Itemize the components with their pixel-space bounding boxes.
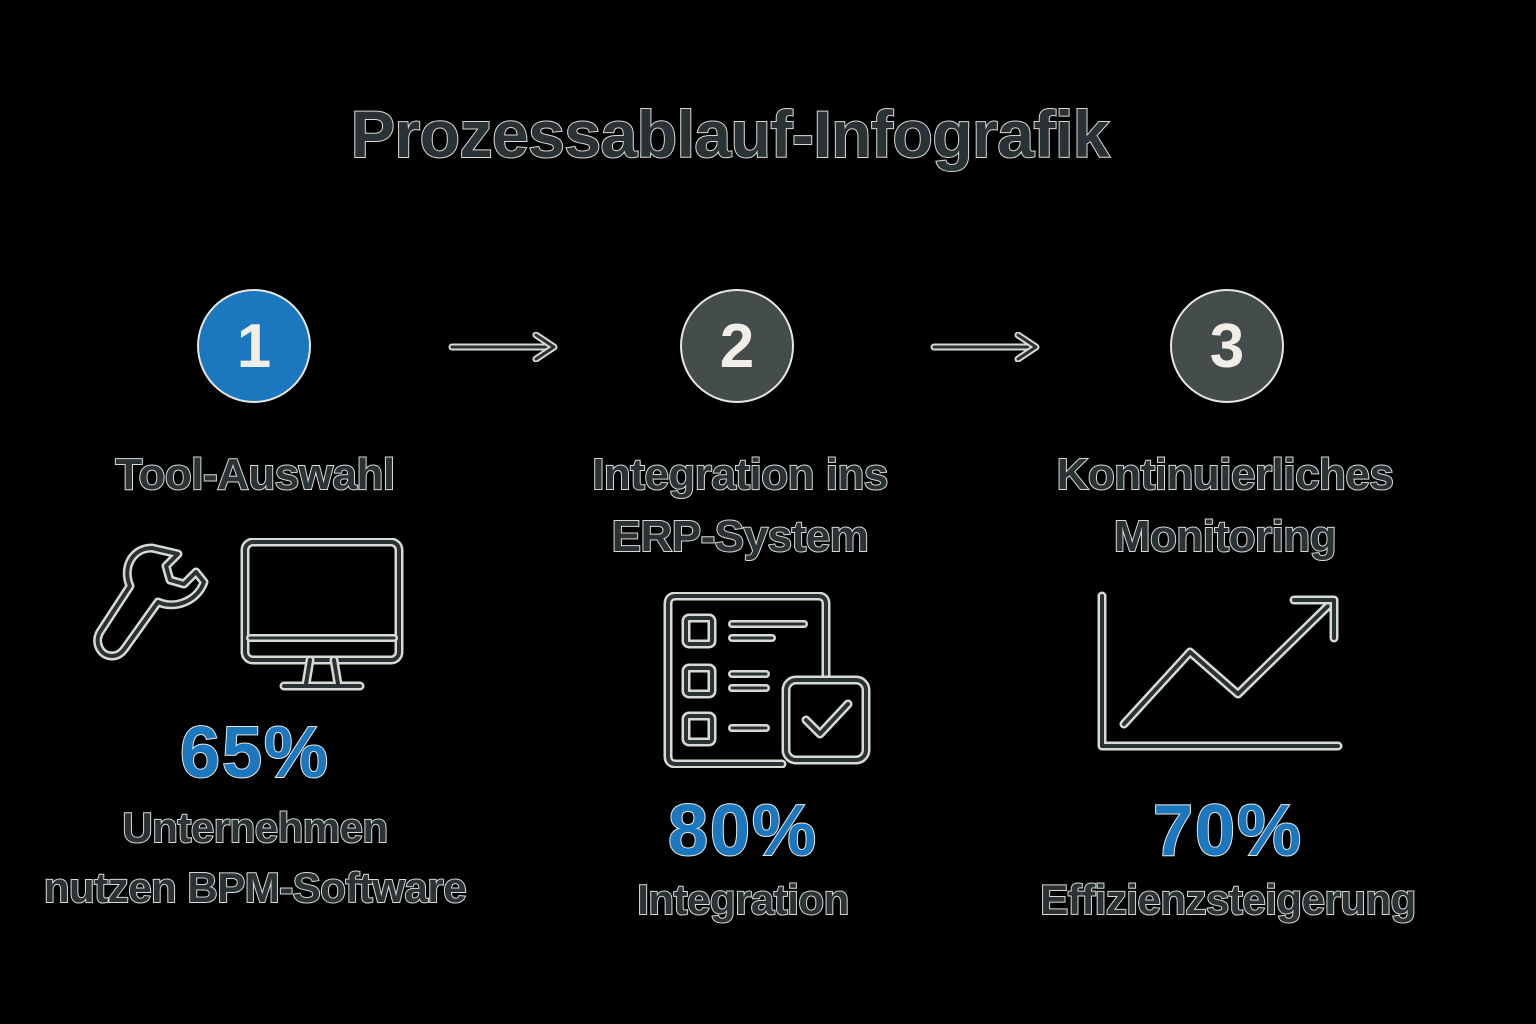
step-1-number-circle: 1 xyxy=(197,289,311,403)
step-1-number: 1 xyxy=(236,311,272,381)
step-1-label: Tool-Auswahl xyxy=(55,444,455,506)
step-3-number: 3 xyxy=(1209,311,1245,381)
step-3-label: Kontinuierliches Monitoring xyxy=(1000,444,1450,568)
page-title: Prozessablauf-Infografik xyxy=(350,96,1111,172)
step-2-label-line: ERP-System xyxy=(611,511,870,562)
monitor-icon xyxy=(240,538,404,691)
checklist-icon xyxy=(663,592,871,768)
arrow-right-icon xyxy=(930,332,1040,362)
step-3-description: Effizienzsteigerung xyxy=(1000,870,1456,930)
step-1-description-line: nutzen BPM-Software xyxy=(43,863,468,912)
step-3-number-circle: 3 xyxy=(1170,289,1284,403)
trend-chart-icon xyxy=(1097,591,1343,751)
arrow-right-icon xyxy=(448,332,558,362)
wrench-icon xyxy=(93,543,209,661)
step-2-label: Integration ins ERP-System xyxy=(540,444,940,568)
step-1-percent: 65% xyxy=(179,712,331,794)
step-2-label-line: Integration ins xyxy=(591,449,889,500)
step-2-description: Integration xyxy=(543,870,943,930)
step-2-number-circle: 2 xyxy=(680,289,794,403)
step-2-number: 2 xyxy=(719,311,755,381)
step-1-description: Unternehmen nutzen BPM-Software xyxy=(15,798,495,918)
step-3-percent: 70% xyxy=(1152,790,1304,872)
step-3-description-line: Effizienzsteigerung xyxy=(1039,875,1417,924)
step-1-label-line: Tool-Auswahl xyxy=(114,449,396,500)
step-2-percent: 80% xyxy=(667,790,819,872)
step-1-description-line: Unternehmen xyxy=(121,803,389,852)
step-2-description-line: Integration xyxy=(636,875,850,924)
step-3-label-line: Kontinuierliches xyxy=(1056,449,1395,500)
step-3-label-line: Monitoring xyxy=(1113,511,1338,562)
